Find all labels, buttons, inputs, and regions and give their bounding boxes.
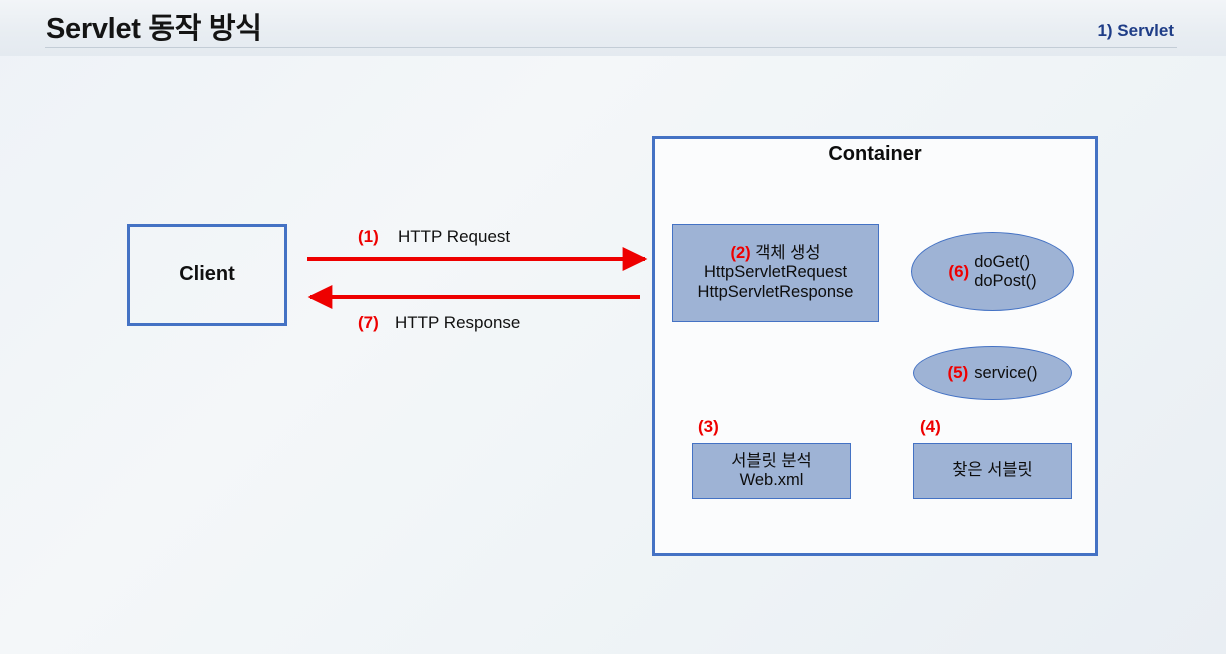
step-tag-7: (7) xyxy=(358,313,379,332)
section-label: 1) Servlet xyxy=(1097,21,1174,40)
slide-header: Servlet 동작 방식 1) Servlet xyxy=(0,0,1226,56)
service-ellipse[interactable]: (5) service() xyxy=(913,346,1072,400)
servlet-found-label: 찾은 서블릿 xyxy=(952,461,1033,480)
doget-dopost-ellipse[interactable]: (6) doGet() doPost() xyxy=(911,232,1074,311)
servlet-analyze-line1: 서블릿 분석 xyxy=(731,451,812,470)
object-box-title: 객체 생성 xyxy=(755,243,821,262)
container-title: Container xyxy=(828,143,922,165)
step-tag-6: (6) xyxy=(948,261,970,281)
step-tag-4: (4) xyxy=(920,417,941,436)
doget-label: doGet() xyxy=(974,252,1031,271)
page-title: Servlet 동작 방식 xyxy=(46,13,262,45)
step-tag-1: (1) xyxy=(358,227,379,246)
servlet-analyze-box[interactable]: 서블릿 분석 Web.xml xyxy=(692,443,851,499)
step-tag-3: (3) xyxy=(698,417,719,436)
dopost-label: doPost() xyxy=(974,271,1037,290)
object-box-line1: (2) 객체 생성 xyxy=(730,244,820,263)
service-label: service() xyxy=(974,363,1038,382)
object-creation-box[interactable]: (2) 객체 생성 HttpServletRequest HttpServlet… xyxy=(672,224,879,322)
client-box[interactable]: Client xyxy=(127,224,287,326)
step-tag-5: (5) xyxy=(947,363,969,382)
object-box-line3: HttpServletResponse xyxy=(697,282,854,301)
servlet-analyze-line2: Web.xml xyxy=(739,471,804,489)
object-box-line2: HttpServletRequest xyxy=(703,263,848,282)
header-divider xyxy=(45,47,1177,48)
servlet-found-box[interactable]: 찾은 서블릿 xyxy=(913,443,1072,499)
client-label: Client xyxy=(179,263,235,286)
step-tag-2: (2) xyxy=(730,243,751,262)
label-http-response: HTTP Response xyxy=(395,313,521,332)
label-http-request: HTTP Request xyxy=(398,227,511,246)
